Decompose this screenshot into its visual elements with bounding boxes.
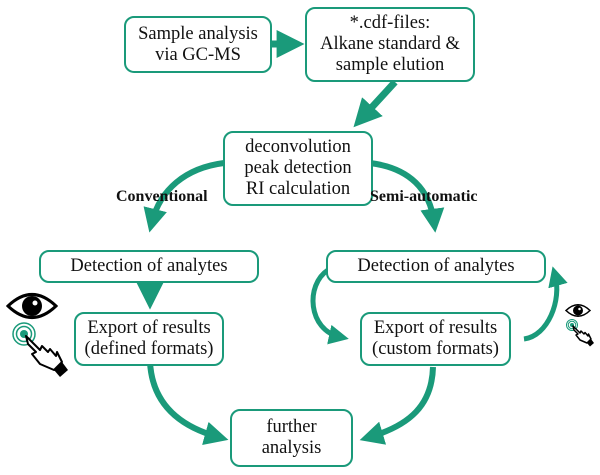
node-text-line: Export of results (87, 318, 211, 338)
node-text-line: sample elution (335, 55, 445, 75)
node-export-defined: Export of results(defined formats) (74, 312, 224, 366)
arrow-cdf-to-processing (353, 79, 398, 128)
node-text-line: Detection of analytes (357, 256, 515, 276)
arrow-export-right-to-further (359, 366, 436, 445)
touch-hand-icon (12, 322, 68, 377)
node-text-line: peak detection (244, 158, 352, 178)
node-text-line: (defined formats) (84, 339, 214, 359)
label-conventional: Conventional (116, 188, 208, 205)
node-cdf-files: *.cdf-files:Alkane standard &sample elut… (305, 7, 475, 82)
node-detection-semiautomatic: Detection of analytes (326, 250, 546, 283)
node-text-line: Detection of analytes (70, 256, 228, 276)
node-text-line: analysis (261, 438, 322, 458)
arrow-export-left-to-further (147, 361, 229, 446)
arrow-detect-to-export-right (310, 267, 349, 345)
node-text-line: (custom formats) (372, 339, 499, 359)
node-text-line: RI calculation (245, 179, 351, 199)
node-detection-conventional: Detection of analytes (39, 250, 259, 283)
node-text-line: Sample analysis (138, 23, 258, 44)
node-export-custom: Export of results(custom formats) (360, 312, 511, 366)
node-text-line: Export of results (373, 318, 498, 338)
node-text-line: *.cdf-files: (349, 13, 431, 33)
touch-hand-icon (566, 319, 594, 347)
arrow-export-to-detect-right (523, 266, 568, 342)
arrow-conventional-branch (143, 160, 225, 233)
eye-icon (6, 293, 58, 319)
node-text-line: via GC-MS (155, 44, 241, 65)
node-text-line: deconvolution (245, 137, 351, 157)
arrow-semiautomatic-branch (369, 160, 445, 233)
label-semi-automatic: Semi-automatic (370, 188, 478, 205)
node-text-line: Alkane standard & (320, 34, 460, 54)
eye-icon (565, 304, 591, 317)
node-text-line: further (266, 417, 317, 437)
